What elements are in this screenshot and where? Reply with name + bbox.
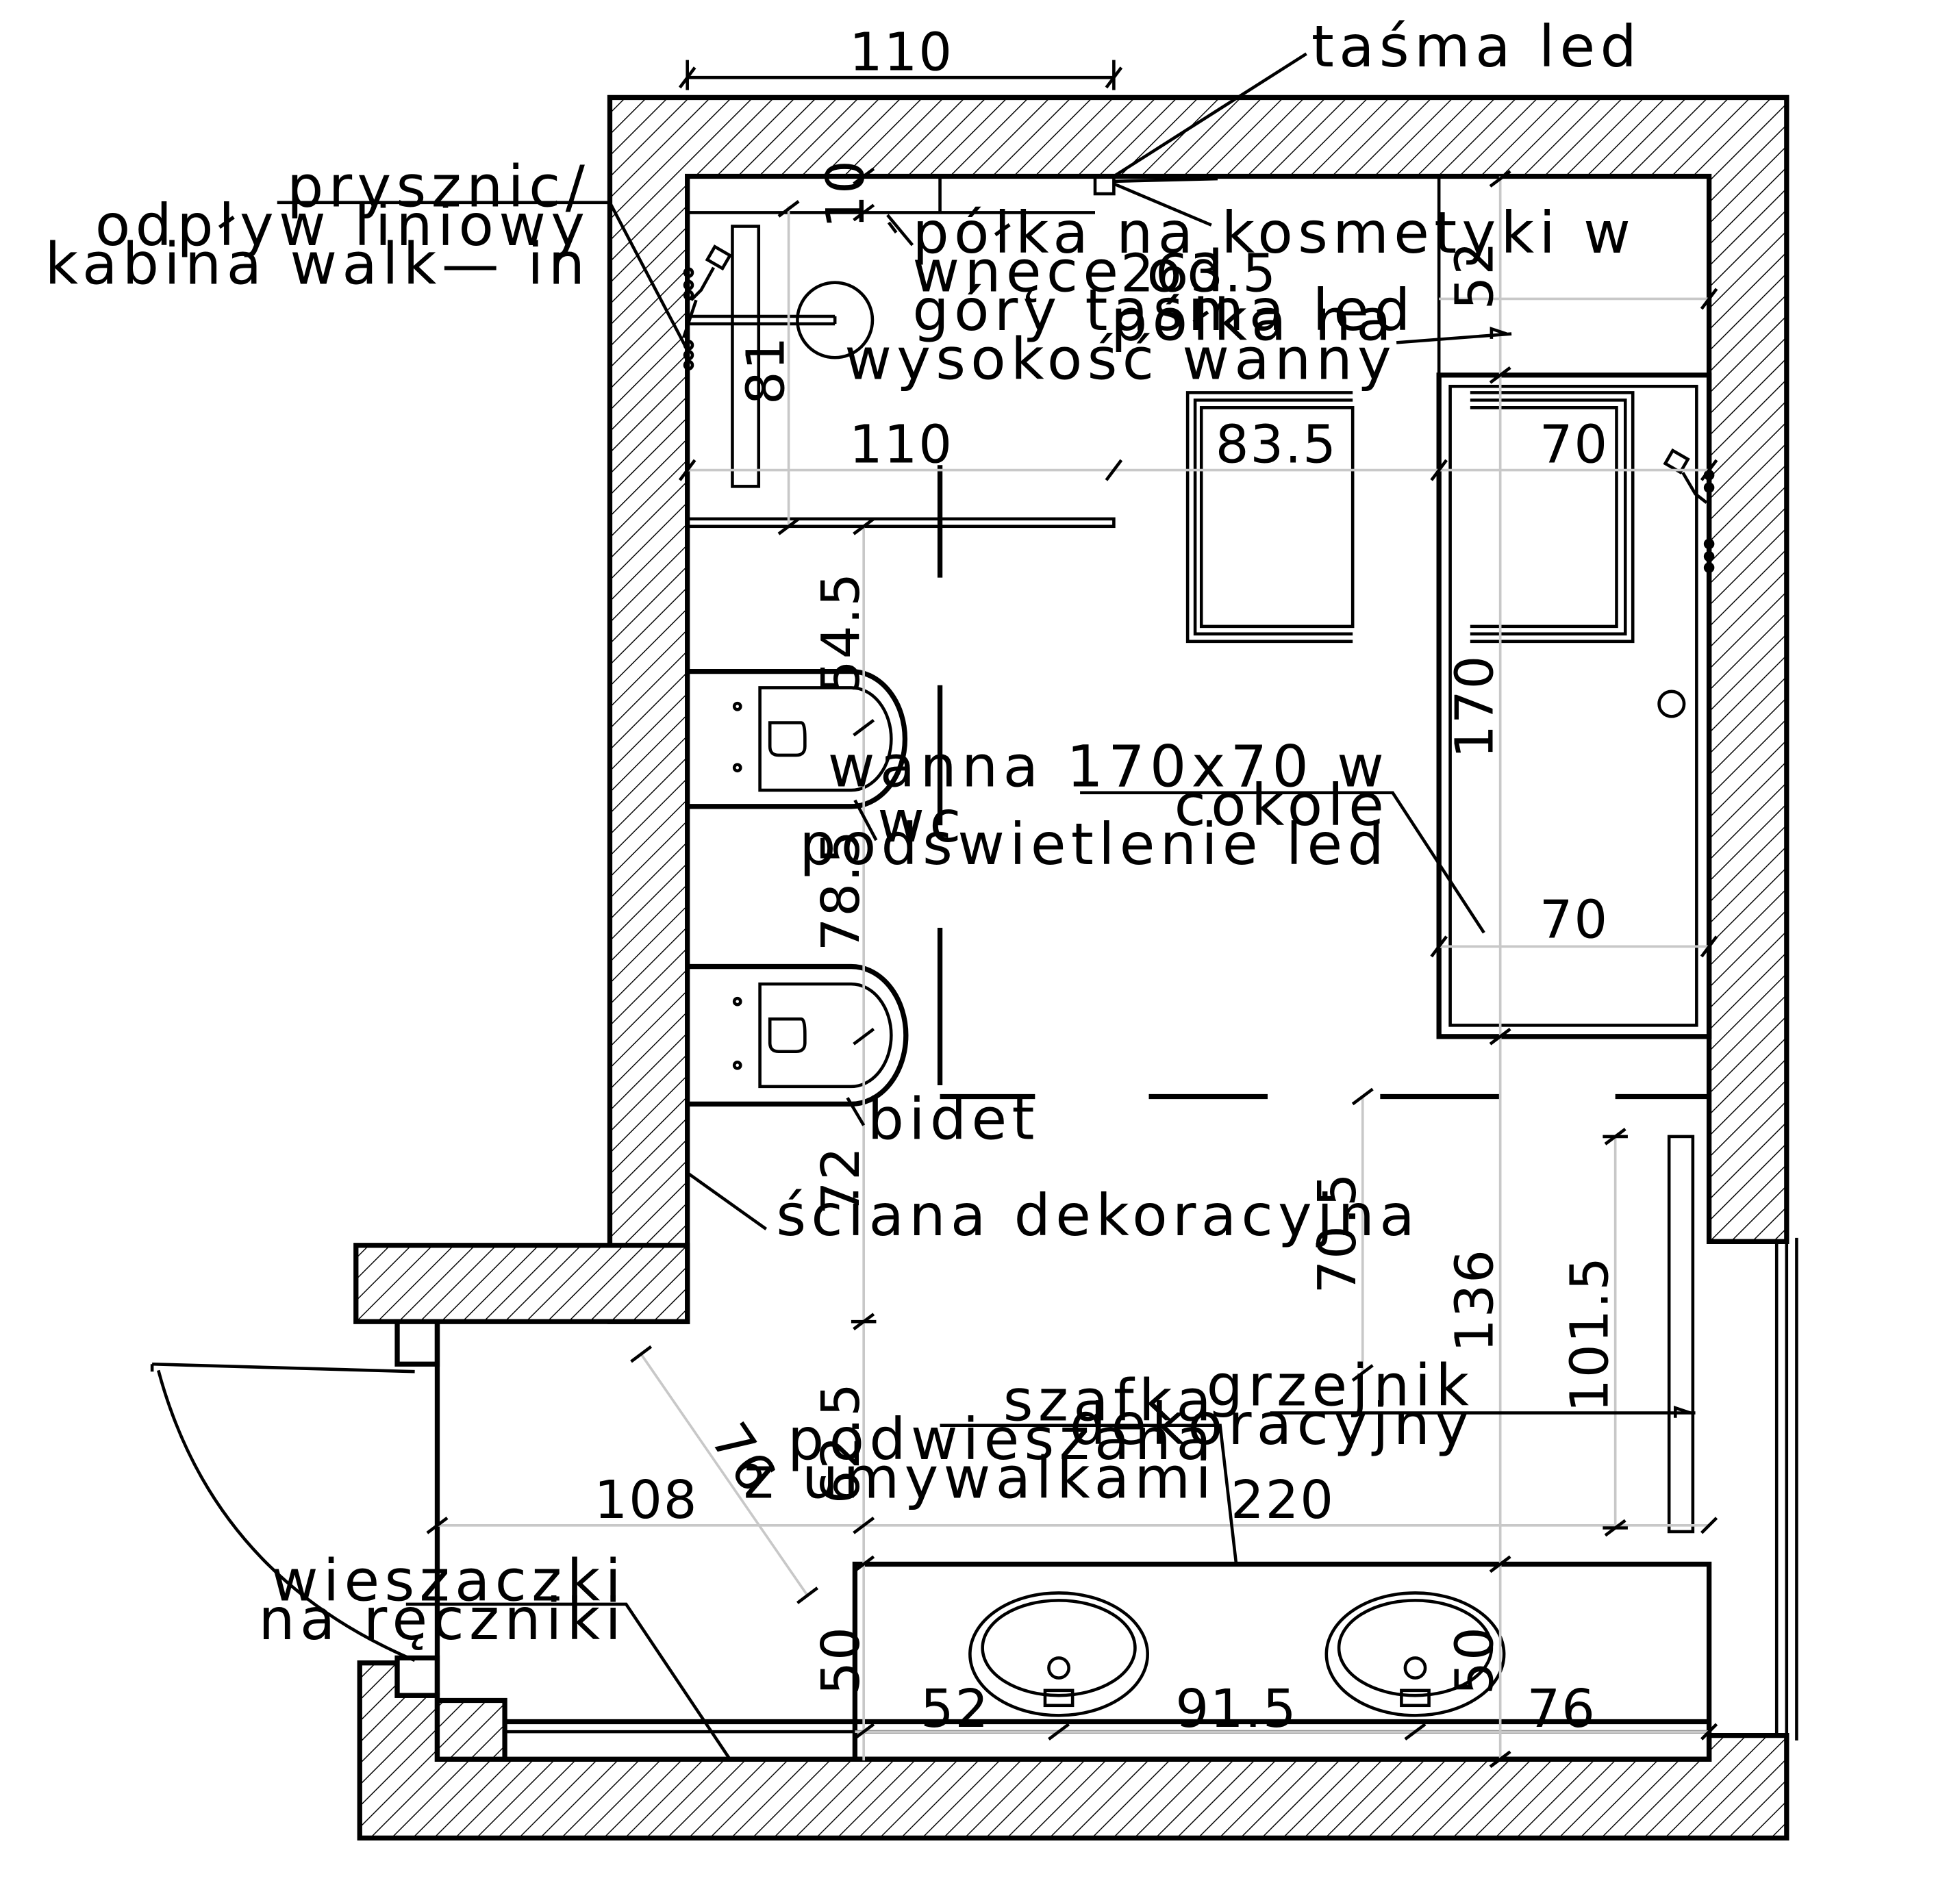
dim-76-bottom: 76: [1527, 1679, 1596, 1740]
dim-52-bottom: 52: [920, 1679, 990, 1740]
label-polka-na: półka na: [1111, 287, 1396, 354]
dim-54-5: 54.5: [811, 572, 872, 694]
label-tasma-led: taśma led: [1311, 13, 1642, 80]
dim-81: 81: [736, 336, 796, 405]
dim-70-bottom: 70: [1540, 890, 1609, 951]
wall-bottom-corner: [434, 1697, 507, 1762]
bath-drain: [1657, 689, 1686, 718]
bath-mixer-icon: [1663, 448, 1715, 573]
label-bidet: bidet: [868, 1086, 1040, 1153]
label-wieszaczki: wieszaczki: [271, 1547, 626, 1614]
shower-mixer-icon: [682, 244, 733, 370]
dim-52-right: 52: [1445, 240, 1506, 309]
label-wc: wc: [877, 788, 966, 855]
zone-dashed-line: [937, 465, 1709, 1100]
dim-263-5: 263.5: [1120, 243, 1277, 304]
dimension-lines: [426, 60, 1718, 1769]
door: [150, 1319, 440, 1698]
dim-108: 108: [594, 1470, 699, 1531]
label-wysokosc-wanny: wysokość wanny: [844, 325, 1396, 392]
dim-91-5: 91.5: [1175, 1679, 1297, 1740]
dim-220: 220: [1231, 1470, 1335, 1531]
washbasin-left: [968, 1591, 1149, 1717]
cosmetic-shelf: [1185, 391, 1355, 644]
dim-62-5: 62.5: [811, 1382, 872, 1504]
dim-72: 72: [811, 1146, 872, 1215]
label-reczniki: na ręczniki: [258, 1586, 626, 1653]
decorative-radiator: [1667, 1135, 1695, 1534]
shower-head: [796, 281, 875, 359]
label-podswietlenie: podswietlenie led: [799, 811, 1389, 878]
dim-101-5: 101.5: [1560, 1256, 1621, 1413]
wall-left-stub: [353, 1243, 690, 1324]
dim-170: 170: [1445, 655, 1506, 759]
dim-110-top: 110: [849, 22, 953, 83]
bathtub: [1436, 176, 1715, 1039]
extension-lines: [437, 176, 1709, 1761]
label-kabina: kabina walk— in: [45, 231, 590, 298]
label-cokole: cokole: [1174, 772, 1389, 839]
dim-50-left: 50: [811, 1625, 872, 1695]
label-szafka: szafka: [1003, 1367, 1216, 1434]
linear-drain: [731, 225, 761, 488]
label-odplyw: odpływ liniowy: [95, 192, 590, 259]
dim-110-mid: 110: [849, 415, 953, 476]
dim-50-right: 50: [1445, 1625, 1506, 1695]
label-sciana: ściana dekoracyjna: [776, 1182, 1420, 1249]
label-wnece: wnęce od: [912, 238, 1228, 305]
dim-83-5: 83.5: [1216, 415, 1337, 476]
label-polka-kosmetyki: półka na kosmetyki w: [912, 199, 1635, 266]
label-gory-tasma: góry tasma led: [912, 277, 1415, 344]
label-umywalkami: z umywalkami: [744, 1445, 1217, 1512]
washbasin-right: [1324, 1591, 1506, 1717]
label-grzejnik: grzejnik: [1207, 1352, 1474, 1419]
glass-partition: [686, 517, 1116, 529]
bidet: [687, 963, 909, 1107]
label-prysznic: prysznic/: [287, 153, 590, 220]
shower-zone: [682, 175, 1116, 529]
label-dekoracyjny: dekoracyjny: [1070, 1391, 1474, 1458]
dim-78-5: 78.5: [811, 829, 872, 951]
dim-136: 136: [1445, 1248, 1506, 1352]
label-podwieszana: podwieszana: [788, 1406, 1216, 1473]
leader-lines: [277, 52, 1696, 1760]
dim-10: 10: [816, 159, 877, 228]
label-wanna: wanna 170x70 w: [828, 733, 1389, 800]
annotation-labels: taśma led prysznic/ odpływ liniowy kabin…: [45, 13, 1642, 1653]
dim-70-5: 70.5: [1307, 1172, 1368, 1293]
window-right: [1709, 1237, 1798, 1741]
dim-70-top: 70: [1540, 415, 1609, 476]
